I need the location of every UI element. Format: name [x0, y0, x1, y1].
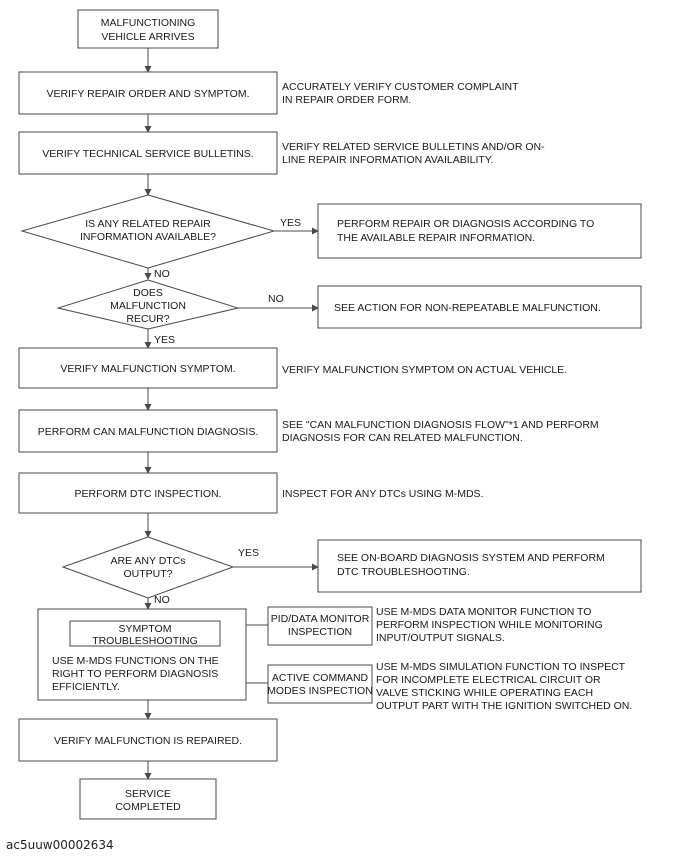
dtc-inspection-label: PERFORM DTC INSPECTION.: [74, 488, 221, 500]
symptom-body: EFFICIENTLY.: [52, 681, 120, 693]
perform-repair-label: THE AVAILABLE REPAIR INFORMATION.: [337, 232, 535, 244]
repair-info-decision: [20, 194, 276, 269]
verify-repair-order-label: VERIFY REPAIR ORDER AND SYMPTOM.: [46, 88, 249, 100]
flow-text: MALFUNCTIONING VEHICLE ARRIVES VERIFY RE…: [38, 17, 633, 813]
dtc-output-decision: [61, 536, 235, 599]
verify-repaired-box: [18, 718, 278, 762]
verify-symptom-label: VERIFY MALFUNCTION SYMPTOM.: [60, 363, 235, 375]
verify-tsb-label: VERIFY TECHNICAL SERVICE BULLETINS.: [42, 148, 253, 160]
obd-box: [317, 539, 642, 593]
can-diagnosis-note: SEE "CAN MALFUNCTION DIAGNOSIS FLOW"*1 A…: [282, 419, 599, 431]
pid-note: INPUT/OUTPUT SIGNALS.: [376, 632, 505, 644]
symptom-body: USE M-MDS FUNCTIONS ON THE: [52, 655, 219, 667]
start-label: MALFUNCTIONING: [101, 17, 196, 29]
dtc-inspection-note: INSPECT FOR ANY DTCs USING M-MDS.: [282, 488, 483, 500]
pid-data-monitor-label: PID/DATA MONITOR: [271, 613, 370, 625]
active-command-label: ACTIVE COMMAND: [272, 672, 369, 684]
yes-label: YES: [154, 334, 175, 346]
obd-label: SEE ON-BOARD DIAGNOSIS SYSTEM AND PERFOR…: [337, 552, 605, 564]
perform-repair-box: [317, 203, 642, 259]
verify-symptom-note: VERIFY MALFUNCTION SYMPTOM ON ACTUAL VEH…: [282, 364, 567, 376]
non-repeatable-box: [317, 285, 642, 329]
can-diagnosis-box: [18, 409, 278, 453]
pid-note: USE M-MDS DATA MONITOR FUNCTION TO: [376, 606, 591, 618]
non-repeatable-label: SEE ACTION FOR NON-REPEATABLE MALFUNCTIO…: [334, 302, 601, 314]
verify-repair-order-note: ACCURATELY VERIFY CUSTOMER COMPLAINT: [282, 81, 519, 93]
verify-tsb-box: [18, 131, 278, 175]
flow-shapes: [18, 9, 642, 820]
yes-label: YES: [238, 547, 259, 559]
verify-repair-order-note: IN REPAIR ORDER FORM.: [282, 94, 411, 106]
active-note: OUTPUT PART WITH THE IGNITION SWITCHED O…: [376, 700, 632, 712]
repair-info-question: INFORMATION AVAILABLE?: [80, 231, 216, 243]
no-label: NO: [154, 268, 170, 280]
no-label: NO: [268, 293, 284, 305]
verify-repair-order-box: [18, 71, 278, 115]
repair-info-question: IS ANY RELATED REPAIR: [85, 218, 211, 230]
no-label: NO: [154, 594, 170, 606]
verify-repaired-label: VERIFY MALFUNCTION IS REPAIRED.: [54, 735, 242, 747]
active-note: VALVE STICKING WHILE OPERATING EACH: [376, 687, 593, 699]
can-diagnosis-label: PERFORM CAN MALFUNCTION DIAGNOSIS.: [38, 426, 259, 438]
recur-question: MALFUNCTION: [110, 300, 186, 312]
symptom-title: SYMPTOM: [119, 623, 172, 635]
can-diagnosis-note: DIAGNOSIS FOR CAN RELATED MALFUNCTION.: [282, 432, 523, 444]
verify-symptom-box: [18, 347, 278, 389]
active-note: USE M-MDS SIMULATION FUNCTION TO INSPECT: [376, 661, 626, 673]
verify-tsb-note: LINE REPAIR INFORMATION AVAILABILITY.: [282, 154, 493, 166]
end-label: COMPLETED: [115, 801, 181, 813]
dtc-output-question: OUTPUT?: [123, 568, 172, 580]
active-command-box: [267, 664, 373, 704]
start-label: VEHICLE ARRIVES: [101, 31, 194, 43]
perform-repair-label: PERFORM REPAIR OR DIAGNOSIS ACCORDING TO: [337, 218, 594, 230]
symptom-title: TROUBLESHOOTING: [92, 635, 198, 647]
dtc-inspection-box: [18, 472, 278, 514]
symptom-body: RIGHT TO PERFORM DIAGNOSIS: [52, 668, 218, 680]
active-command-label: MODES INSPECTION: [267, 685, 373, 697]
verify-tsb-note: VERIFY RELATED SERVICE BULLETINS AND/OR …: [282, 141, 545, 153]
dtc-output-question: ARE ANY DTCs: [110, 555, 185, 567]
symptom-title-box: [69, 620, 221, 647]
flowchart-svg: MALFUNCTIONING VEHICLE ARRIVES VERIFY RE…: [18, 9, 642, 820]
obd-label: DTC TROUBLESHOOTING.: [337, 566, 470, 578]
recur-decision: [56, 279, 240, 330]
end-box: [79, 778, 217, 820]
pid-note: PERFORM INSPECTION WHILE MONITORING: [376, 619, 603, 631]
pid-data-monitor-label: INSPECTION: [288, 626, 352, 638]
figure-code: ac5uuw00002634: [6, 838, 114, 852]
connectors: [144, 48, 319, 780]
yes-label: YES: [280, 217, 301, 229]
active-note: FOR INCOMPLETE ELECTRICAL CIRCUIT OR: [376, 674, 601, 686]
recur-question: DOES: [133, 287, 163, 299]
recur-question: RECUR?: [126, 313, 169, 325]
end-label: SERVICE: [125, 788, 171, 800]
pid-data-monitor-box: [267, 606, 373, 646]
start-box: [77, 9, 219, 49]
